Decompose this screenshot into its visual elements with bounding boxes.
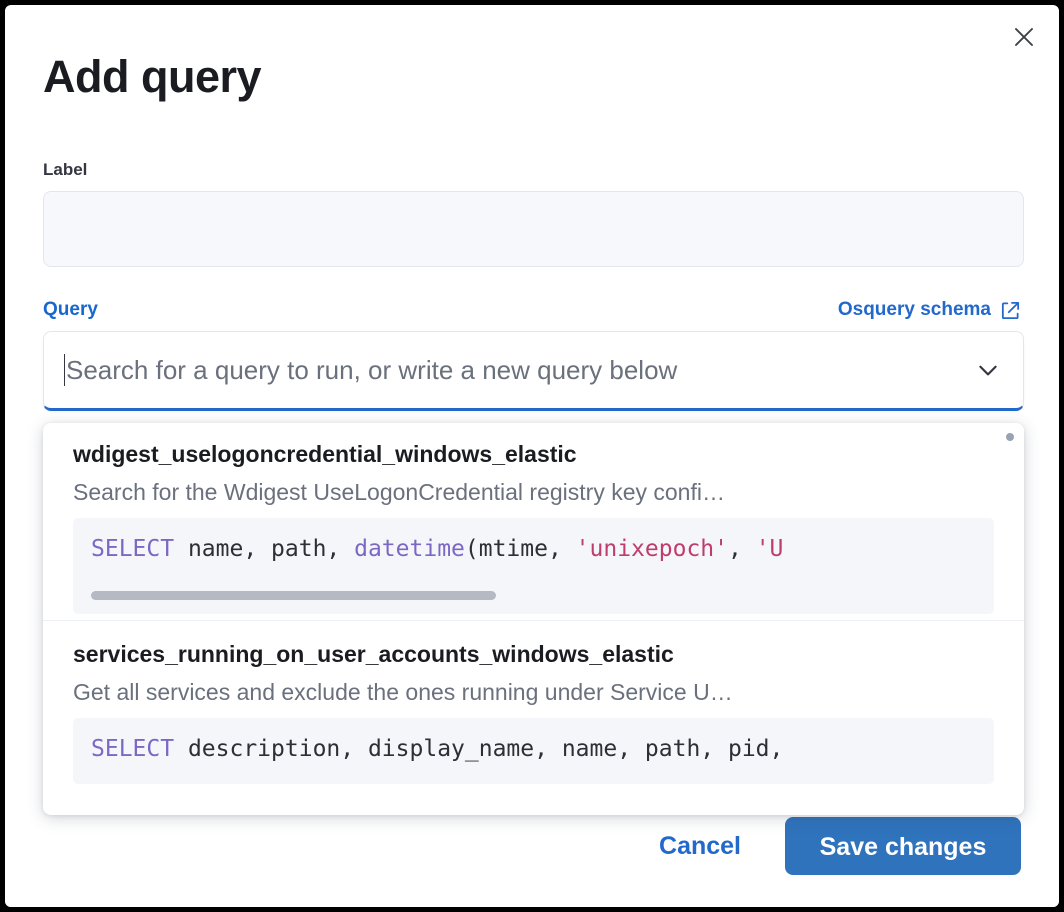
close-button[interactable]: [1006, 19, 1042, 55]
sql-horizontal-scrollbar-thumb[interactable]: [91, 591, 497, 600]
modal-header: Add query: [5, 5, 1059, 103]
suggestion-sql-preview: SELECT description, display_name, name, …: [73, 718, 994, 784]
query-field-header: Query Osquery schema: [43, 298, 1021, 322]
sql-tokens: SELECT name, path, datetime(mtime, 'unix…: [91, 536, 783, 562]
sql-token: description, display_name, name, path, p…: [174, 736, 784, 762]
sql-token: datetime: [354, 536, 465, 562]
chevron-down-icon[interactable]: [975, 357, 1001, 383]
modal-footer: Cancel Save changes: [5, 803, 1059, 907]
list-item[interactable]: wdigest_uselogoncredential_windows_elast…: [43, 423, 1024, 614]
add-query-modal: Add query Label Query Osquery schema: [5, 5, 1059, 907]
sql-token: name, path,: [174, 536, 355, 562]
suggestion-title: services_running_on_user_accounts_window…: [73, 641, 674, 667]
query-suggestions-dropdown: wdigest_uselogoncredential_windows_elast…: [43, 423, 1024, 815]
close-icon: [1013, 26, 1035, 48]
suggestion-description: Search for the Wdigest UseLogonCredentia…: [73, 479, 725, 505]
osquery-schema-link-label: Osquery schema: [837, 299, 991, 320]
sql-token: SELECT: [91, 536, 175, 562]
query-combobox-placeholder: Search for a query to run, or write a ne…: [66, 355, 678, 385]
save-changes-button[interactable]: Save changes: [785, 817, 1021, 875]
suggestion-sql-preview: SELECT name, path, datetime(mtime, 'unix…: [73, 518, 994, 614]
external-link-icon: [1000, 300, 1021, 321]
label-input[interactable]: [43, 191, 1024, 267]
query-field-label: Query: [43, 299, 98, 320]
sql-token: (mtime,: [464, 536, 576, 562]
sql-token: ,: [728, 536, 756, 562]
sql-tokens: SELECT description, display_name, name, …: [91, 736, 783, 762]
list-item[interactable]: services_running_on_user_accounts_window…: [43, 620, 1024, 784]
sql-token: 'unixepoch': [575, 536, 728, 562]
sql-token: 'U: [755, 536, 784, 562]
query-combobox-wrapper: Search for a query to run, or write a ne…: [43, 331, 1024, 815]
modal-body: Label Query Osquery schema: [5, 159, 1059, 815]
sql-token: SELECT: [91, 736, 175, 762]
text-cursor: [64, 354, 65, 386]
cancel-button[interactable]: Cancel: [641, 822, 759, 871]
suggestion-title: wdigest_uselogoncredential_windows_elast…: [73, 441, 577, 467]
page-title: Add query: [43, 51, 262, 102]
dropdown-scrollbar-thumb[interactable]: [1006, 433, 1014, 441]
label-field-label: Label: [43, 160, 88, 179]
suggestion-description: Get all services and exclude the ones ru…: [73, 679, 733, 705]
query-combobox[interactable]: Search for a query to run, or write a ne…: [43, 331, 1024, 411]
osquery-schema-link[interactable]: Osquery schema: [838, 298, 1021, 322]
